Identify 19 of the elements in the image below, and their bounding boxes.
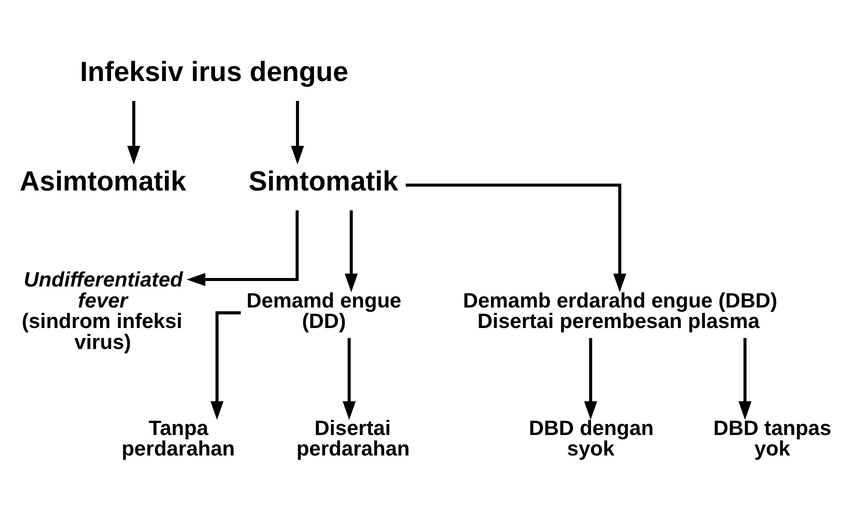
arrow — [290, 100, 304, 164]
node-text: Disertai perdarahan — [296, 416, 410, 461]
arrow — [127, 100, 140, 164]
node-text: Demamb erdarahd engue (DBD) Disertai perembesan plasma — [462, 289, 778, 334]
arrow — [344, 210, 358, 292]
arrow — [342, 338, 356, 420]
arrow — [584, 338, 598, 420]
node-text: Simtomatik — [248, 166, 398, 197]
node-text: Tanpa perdarahan — [122, 416, 235, 461]
arrow — [738, 338, 752, 420]
node-text: Demamd engue (DD) — [246, 289, 402, 334]
node-text: DBD tanpas yok — [713, 416, 832, 461]
node-text: Undifferentiated fever (sindrom infeksi virus) — [22, 268, 183, 354]
node-text: Infeksiv irus dengue — [80, 56, 348, 88]
node-text: Asimtomatik — [20, 166, 186, 197]
arrow — [406, 184, 626, 292]
arrow — [210, 311, 241, 420]
arrow — [186, 210, 299, 286]
node-text: DBD dengan syok — [528, 416, 654, 461]
